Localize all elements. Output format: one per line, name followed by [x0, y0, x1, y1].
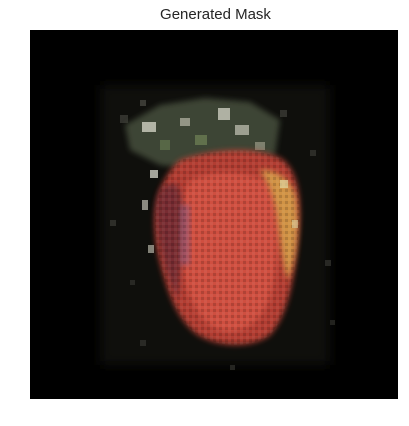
figure-title: Generated Mask: [160, 6, 271, 23]
generated-mask-svg: [30, 30, 398, 399]
highlight-pixels: [142, 170, 298, 253]
pepper-body: [154, 150, 300, 345]
generated-mask-image: [30, 30, 398, 399]
